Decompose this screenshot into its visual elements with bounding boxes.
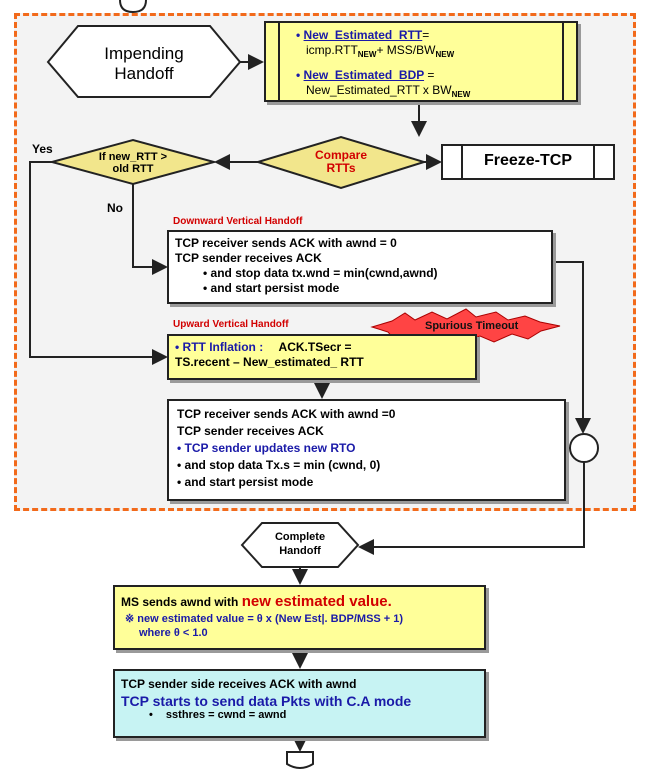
downward-title: Downward Vertical Handoff <box>173 216 303 227</box>
receiver-line1: TCP receiver sends ACK with awnd =0 <box>177 407 396 421</box>
ms-theta2: θ <box>173 627 180 639</box>
estimate-bullet1: • <box>296 28 301 42</box>
estimate-rtt-sub2: NEW <box>435 50 455 59</box>
ms-line3: where θ < 1.0 <box>121 626 478 640</box>
sender-bullet: • <box>149 709 153 721</box>
receiver-line2: TCP sender receives ACK <box>177 424 324 438</box>
freeze-tcp-shape <box>441 144 615 180</box>
estimate-box: • New_Estimated_RTT= icmp.RTTNEW+ MSS/BW… <box>264 21 578 102</box>
rtt-decision-node: If new_RTT > old RTT <box>72 151 194 175</box>
compare-rtts-node: Compare RTTs <box>291 149 391 175</box>
spurious-timeout-label: Spurious Timeout <box>425 320 519 332</box>
sender-ssthres: ssthres = cwnd = awnd <box>165 709 287 721</box>
ms-box: MS sends awnd with new estimated value. … <box>113 585 486 650</box>
downward-line2: TCP sender receives ACK <box>175 251 322 265</box>
ms-line2-c: |. BDP/MSS + 1) <box>321 613 404 625</box>
estimate-bullet2: • <box>296 68 301 82</box>
ms-line1-a: MS sends awnd with <box>121 595 239 609</box>
sender-line2: TCP starts to send data Pkts with C.A mo… <box>121 693 412 709</box>
ms-line3-b: < 1.0 <box>179 627 208 639</box>
estimate-rtt-eq: = <box>422 28 430 42</box>
estimate-rtt-icmp: icmp.RTT <box>306 43 358 57</box>
complete-line2: Handoff <box>279 545 321 557</box>
no-label: No <box>107 201 123 215</box>
yes-label: Yes <box>32 142 53 156</box>
sender-box: TCP sender side receives ACK with awnd T… <box>113 669 486 738</box>
ms-line2-a: ※ new estimated value = <box>125 613 257 625</box>
start-connector-shape <box>119 0 147 14</box>
compare-line1: Compare <box>314 148 367 162</box>
estimate-bdp-sub: NEW <box>451 90 471 99</box>
decision-line1: If new_RTT > <box>98 151 168 163</box>
complete-handoff-node: Complete Handoff <box>262 530 338 558</box>
ms-line1-b: new estimated value. <box>241 593 392 610</box>
estimate-rtt-label: New_Estimated_RTT <box>303 28 423 42</box>
inflation-label: • RTT Inflation : <box>175 340 264 354</box>
estimate-rtt-sub1: NEW <box>357 50 377 59</box>
impending-line1: Impending <box>104 44 184 63</box>
receiver-line5: • and start persist mode <box>177 475 314 489</box>
downward-box: TCP receiver sends ACK with awnd = 0 TCP… <box>167 230 553 304</box>
receiver-line4: • and stop data Tx.s = min (cwnd, 0) <box>177 458 381 472</box>
inflation-line1: • RTT Inflation : ACK.TSecr = <box>175 340 469 355</box>
impending-handoff-node: Impending Handoff <box>78 44 210 84</box>
merge-connector-shape <box>569 433 599 463</box>
ms-line2: ※ new estimated value = θ x (New Est|. B… <box>121 612 478 626</box>
receiver-line3: • TCP sender updates new RTO <box>177 441 356 455</box>
estimate-bdp-eq: = <box>427 68 435 82</box>
ms-line2-b: x (New Est <box>262 613 322 625</box>
ms-line3-a: where <box>139 627 174 639</box>
complete-line1: Complete <box>274 531 326 543</box>
inflation-eq: ACK.TSecr = <box>278 340 352 354</box>
downward-line3: • and stop data tx.wnd = min(cwnd,awnd) <box>203 266 438 280</box>
estimate-bdp-formula: New_Estimated_RTT x BW <box>306 83 452 97</box>
upward-title: Upward Vertical Handoff <box>173 319 289 330</box>
freeze-tcp-label: Freeze-TCP <box>483 152 573 169</box>
compare-line2: RTTs <box>326 161 356 175</box>
estimate-rtt-text: • New_Estimated_RTT= icmp.RTTNEW+ MSS/BW… <box>296 28 454 62</box>
inflation-line2: TS.recent – New_estimated_ RTT <box>175 355 364 369</box>
rtt-decision-shape <box>48 138 218 186</box>
impending-line2: Handoff <box>114 64 174 83</box>
ms-theta1: θ <box>256 613 263 625</box>
receiver-box: TCP receiver sends ACK with awnd =0 TCP … <box>167 399 566 501</box>
sender-line3: • ssthres = cwnd = awnd <box>121 709 478 722</box>
end-connector-shape <box>286 751 314 769</box>
estimate-left-bar <box>278 23 280 100</box>
estimate-bdp-text: • New_Estimated_BDP = New_Estimated_RTT … <box>296 68 470 102</box>
complete-handoff-shape <box>240 522 360 568</box>
downward-line1: TCP receiver sends ACK with awnd = 0 <box>175 236 397 250</box>
decision-line2: old RTT <box>112 163 154 175</box>
estimate-bdp-label: New_Estimated_BDP <box>303 68 425 82</box>
estimate-rtt-mss: + MSS/BW <box>376 43 436 57</box>
downward-line4: • and start persist mode <box>203 281 340 295</box>
sender-line1: TCP sender side receives ACK with awnd <box>121 677 357 691</box>
ms-line1: MS sends awnd with new estimated value. <box>121 592 478 612</box>
rtt-inflation-box: • RTT Inflation : ACK.TSecr = TS.recent … <box>167 334 477 380</box>
estimate-right-bar <box>562 23 564 100</box>
